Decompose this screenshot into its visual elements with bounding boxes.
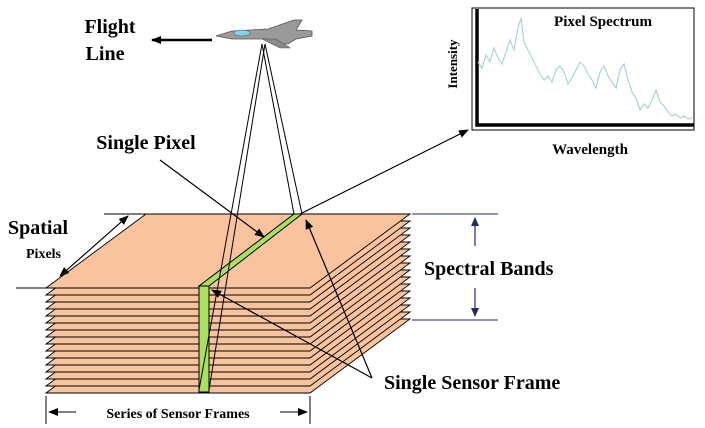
pixels-label: Pixels: [26, 247, 62, 262]
series-of-sensor-frames-label: Series of Sensor Frames: [106, 407, 250, 422]
pixel-to-spectrum-arrow: [299, 129, 469, 215]
single-pixel-pointer: [159, 159, 265, 238]
spectrum-curve: [477, 17, 693, 120]
single-pixel-label: Single Pixel: [96, 132, 196, 154]
single-sensor-frame-pointers: [211, 219, 373, 379]
single-sensor-frame-label: Single Sensor Frame: [384, 372, 560, 394]
aircraft-icon: [215, 19, 313, 49]
spectral-bands-dimension: [412, 213, 498, 321]
flight-line-label-1: Flight: [84, 16, 135, 38]
flight-line-label-2: Line: [86, 43, 125, 65]
pixel-spectral-column: [198, 285, 210, 393]
spatial-pixels-dimension: [16, 213, 146, 289]
sensor-view-lines: [198, 43, 303, 391]
spectral-bands-label: Spectral Bands: [424, 258, 554, 280]
series-dimension: [45, 396, 311, 424]
sensor-frame-top: [44, 213, 412, 289]
intensity-axis-label: Intensity: [445, 39, 460, 89]
sensor-frame-stack: [44, 213, 412, 394]
pixel-spectrum-title: Pixel Spectrum: [554, 14, 652, 30]
spatial-label: Spatial: [8, 217, 68, 239]
pixel-spectrum-panel: Pixel Spectrum Intensity Wavelength: [445, 7, 695, 158]
wavelength-axis-label: Wavelength: [552, 142, 628, 158]
